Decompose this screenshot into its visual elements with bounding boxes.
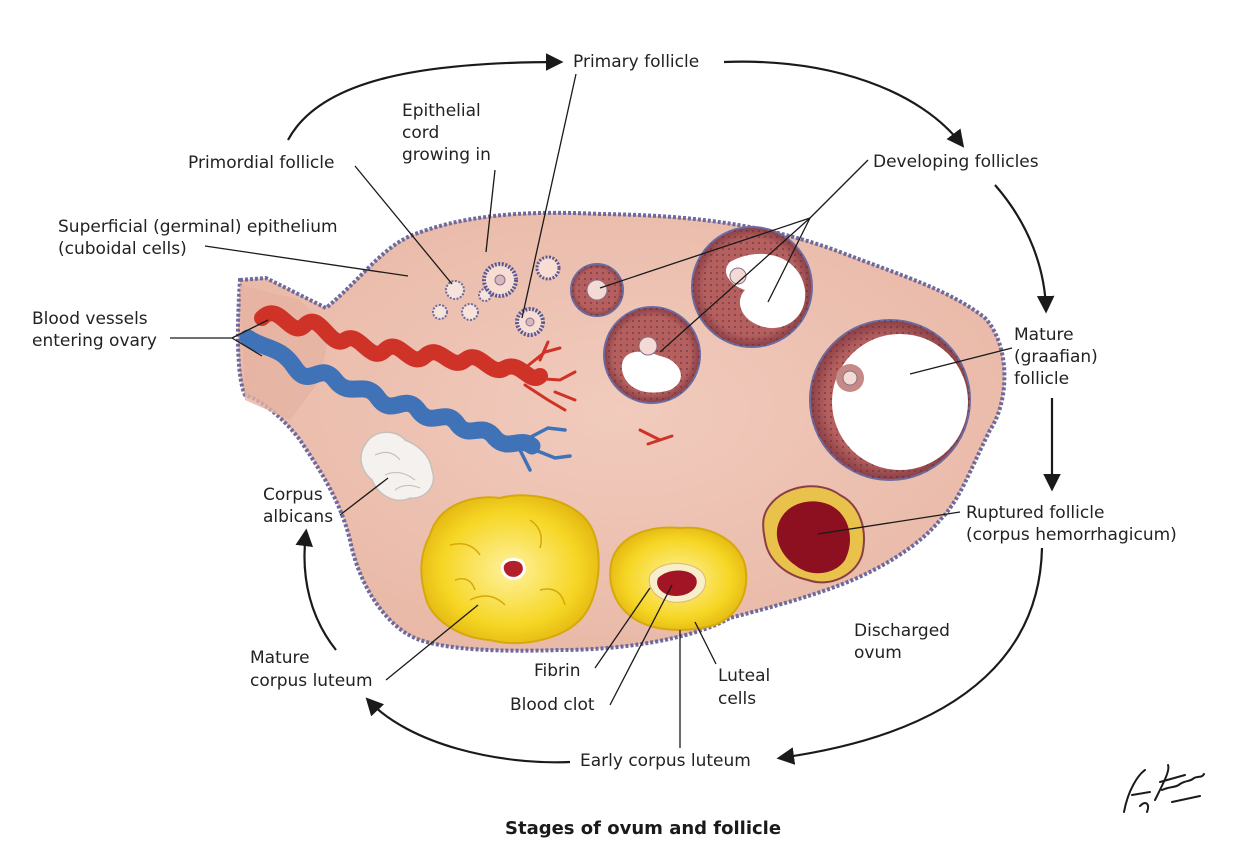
label-corpus-albicans-2: albicans <box>263 507 333 527</box>
label-luteal-cells-2: cells <box>718 689 756 709</box>
label-epithelial-cord-1: Epithelial <box>402 101 481 121</box>
label-mature-follicle-1: Mature <box>1014 325 1074 345</box>
vein-branches <box>518 426 572 472</box>
label-superficial-epithelium-1: Superficial (germinal) epithelium <box>58 217 338 237</box>
label-mature-corpus-luteum-1: Mature <box>250 648 310 668</box>
primary-follicles <box>482 255 561 337</box>
label-blood-vessels-2: entering ovary <box>32 331 157 351</box>
mature-corpus-luteum <box>420 494 600 645</box>
mature-follicle <box>809 319 971 481</box>
artery-branches <box>518 340 674 446</box>
label-epithelial-cord-3: growing in <box>402 145 491 165</box>
arrow-early-to-mature-cl <box>365 697 571 764</box>
arrow-primary-to-developing <box>723 60 965 148</box>
label-luteal-cells-1: Luteal <box>718 666 770 686</box>
label-ruptured-follicle-2: (corpus hemorrhagicum) <box>966 525 1177 545</box>
blood-vessels <box>239 305 674 472</box>
figure-caption: Stages of ovum and follicle <box>505 818 781 839</box>
leader-lines <box>170 73 1013 748</box>
label-discharged-ovum-2: ovum <box>854 643 902 663</box>
label-corpus-albicans-1: Corpus <box>263 485 323 505</box>
early-corpus-luteum <box>609 526 748 631</box>
primordial-follicles <box>432 280 492 321</box>
label-mature-follicle-2: (graafian) <box>1014 347 1098 367</box>
label-epithelial-cord-2: cord <box>402 123 439 143</box>
label-blood-clot: Blood clot <box>510 695 595 715</box>
arrow-mature-cl-to-albicans <box>295 528 337 651</box>
arrow-ruptured-to-early-cl <box>776 547 1044 765</box>
label-superficial-epithelium-2: (cuboidal cells) <box>58 239 187 259</box>
netter-signature: . <box>1123 764 1205 813</box>
label-developing-follicles: Developing follicles <box>873 152 1039 172</box>
label-discharged-ovum-1: Discharged <box>854 621 950 641</box>
vein <box>239 329 541 455</box>
label-ruptured-follicle-1: Ruptured follicle <box>966 503 1104 523</box>
label-primordial-follicle: Primordial follicle <box>188 153 334 173</box>
label-mature-follicle-3: follicle <box>1014 369 1069 389</box>
label-fibrin: Fibrin <box>534 661 581 681</box>
cycle-arrows <box>287 53 1061 765</box>
labels: Primary follicle Epithelial cord growing… <box>32 52 1177 771</box>
arrow-primordial-to-primary <box>287 53 564 141</box>
label-early-corpus-luteum: Early corpus luteum <box>580 751 751 771</box>
artery <box>254 305 548 386</box>
ruptured-follicle <box>762 485 865 584</box>
corpus-albicans <box>360 431 435 501</box>
developing-follicles <box>570 226 813 404</box>
label-primary-follicle: Primary follicle <box>573 52 699 72</box>
arrow-developing-to-mature <box>994 184 1055 314</box>
label-blood-vessels-1: Blood vessels <box>32 309 148 329</box>
label-mature-corpus-luteum-2: corpus luteum <box>250 671 373 691</box>
